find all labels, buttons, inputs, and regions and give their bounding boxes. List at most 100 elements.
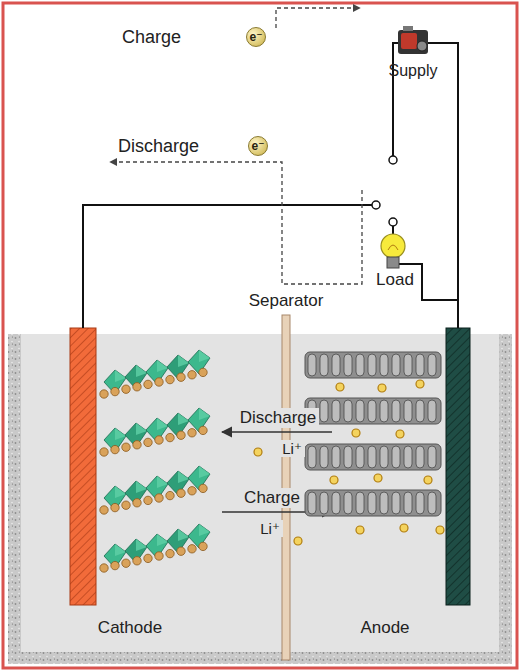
electron-flow-label: Charge — [122, 27, 181, 48]
lithium-ions — [254, 380, 444, 545]
lithium-site — [122, 385, 130, 393]
lithium-site — [144, 554, 152, 562]
graphite-ring — [320, 400, 328, 422]
lithium-site — [177, 373, 185, 381]
graphite-ring — [416, 492, 424, 514]
graphite-ring — [356, 400, 364, 422]
graphite-layer — [305, 444, 441, 470]
lithium-site — [133, 383, 141, 391]
graphite-ring — [428, 400, 436, 422]
lithium-site — [188, 371, 196, 379]
lithium-ion — [416, 380, 424, 388]
lithium-site — [111, 561, 119, 569]
load-label: Load — [376, 270, 414, 290]
lithium-site — [177, 547, 185, 555]
lithium-ion — [424, 476, 432, 484]
graphite-layer — [305, 398, 441, 424]
discharge-ion-arrow — [222, 431, 332, 433]
lithium-site — [122, 443, 130, 451]
lithium-site — [199, 542, 207, 550]
lithium-site — [166, 375, 174, 383]
lithium-site — [166, 549, 174, 557]
graphite-layer — [305, 490, 441, 516]
lithium-site — [122, 559, 130, 567]
graphite-ring — [356, 446, 364, 468]
lithium-ion — [356, 526, 364, 534]
switch-contact — [389, 218, 397, 226]
ion-label: Li⁺ — [257, 520, 283, 537]
lithium-ion — [378, 384, 386, 392]
lithium-site — [144, 496, 152, 504]
lithium-site — [199, 484, 207, 492]
graphite-ring — [428, 492, 436, 514]
separator-label: Separator — [249, 291, 324, 311]
generator-frame — [398, 30, 428, 54]
lithium-site — [144, 380, 152, 388]
graphite-ring — [320, 354, 328, 376]
lithium-site — [155, 378, 163, 386]
bulb-filament — [388, 245, 398, 250]
lithium-site — [199, 368, 207, 376]
lithium-site — [188, 545, 196, 553]
light-bulb-icon — [381, 234, 405, 268]
graphite-ring — [368, 354, 376, 376]
graphite-ring — [380, 492, 388, 514]
graphite-ring — [428, 446, 436, 468]
electrode-label: Cathode — [98, 618, 162, 638]
electron-flow-label: Discharge — [118, 136, 199, 157]
lithium-site — [111, 445, 119, 453]
graphite-ring — [332, 492, 340, 514]
discharge-electron-path — [110, 162, 362, 284]
graphite-ring — [332, 446, 340, 468]
octahedron-face — [136, 481, 147, 493]
lithium-site — [100, 506, 108, 514]
lithium-site — [133, 499, 141, 507]
octahedron-face — [136, 365, 147, 377]
lithium-site — [188, 429, 196, 437]
lithium-ion — [352, 429, 360, 437]
lithium-site — [122, 501, 130, 509]
graphite-ring — [380, 446, 388, 468]
octahedron-face — [136, 539, 147, 551]
graphite-layer — [305, 352, 441, 378]
switch-contact — [389, 156, 397, 164]
electron-badge: e⁻ — [248, 136, 268, 156]
lithium-site — [199, 426, 207, 434]
frame — [3, 3, 517, 668]
charge-electron-path — [276, 8, 360, 28]
octahedron-face — [136, 423, 147, 435]
lithium-site — [155, 494, 163, 502]
graphite-ring — [368, 446, 376, 468]
lithium-ion — [294, 537, 302, 545]
octahedron-face — [157, 360, 168, 372]
lithium-site — [133, 441, 141, 449]
lithium-site — [155, 552, 163, 560]
octahedron-face — [178, 355, 189, 367]
graphite-ring — [404, 400, 412, 422]
graphite-ring — [308, 354, 316, 376]
graphite-ring — [344, 400, 352, 422]
graphite-ring — [416, 354, 424, 376]
supply-generator-icon — [398, 26, 428, 54]
graphite-ring — [392, 446, 400, 468]
lithium-ion — [374, 474, 382, 482]
lithium-ion — [436, 526, 444, 534]
graphite-ring — [320, 492, 328, 514]
lithium-site — [166, 491, 174, 499]
lithium-site — [100, 564, 108, 572]
supply-label: Supply — [389, 62, 438, 80]
switch-contact — [372, 201, 380, 209]
octahedron-face — [199, 524, 210, 536]
lithium-ion — [330, 476, 338, 484]
lithium-ion — [254, 448, 262, 456]
lithium-site — [177, 489, 185, 497]
generator-wheel — [417, 41, 427, 51]
octahedron-face — [178, 471, 189, 483]
ion-flow-label: Discharge — [237, 408, 320, 428]
ion-label: Li⁺ — [279, 440, 305, 457]
lithium-site — [177, 431, 185, 439]
electrode-label: Anode — [360, 618, 409, 638]
lithium-site — [111, 387, 119, 395]
graphite-ring — [368, 492, 376, 514]
graphite-ring — [320, 446, 328, 468]
